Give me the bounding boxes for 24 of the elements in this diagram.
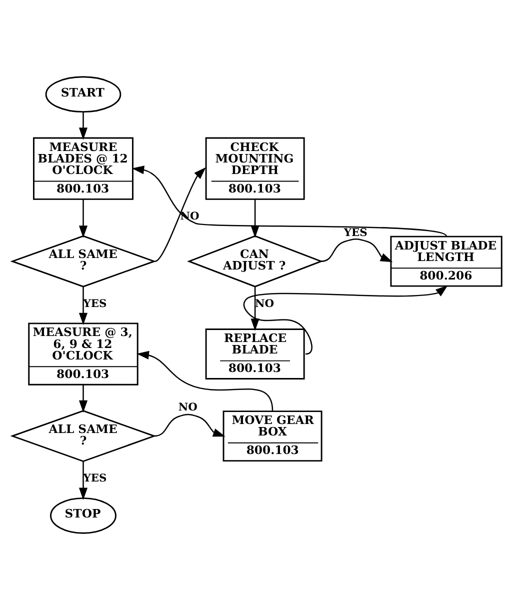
edge-label: YES <box>344 226 368 239</box>
arrow <box>321 238 393 262</box>
arrow <box>78 286 88 326</box>
node-ellipse: START <box>45 76 122 113</box>
arrow <box>78 112 88 140</box>
arrow <box>136 350 274 411</box>
arrow <box>78 384 88 413</box>
node-box: REPLACE BLADE 800.103 <box>205 328 305 380</box>
node-diamond: ALL SAME ? <box>10 410 156 462</box>
arrow <box>250 286 260 331</box>
arrow <box>78 462 88 500</box>
node-box: MOVE GEAR BOX 800.103 <box>222 410 322 462</box>
node-ellipse: STOP <box>50 497 116 534</box>
edge-label: NO <box>178 400 198 414</box>
arrow <box>243 285 448 355</box>
arrow <box>154 167 206 262</box>
node-box: CHECK MOUNTING DEPTH 800.103 <box>205 137 305 200</box>
arrow <box>78 199 88 238</box>
arrow <box>250 199 260 238</box>
arrow <box>132 166 447 237</box>
node-diamond: ALL SAME ? <box>10 235 156 288</box>
arrow <box>154 414 226 437</box>
node-diamond: CAN ADJUST ? <box>187 235 324 288</box>
edge-label: NO <box>255 296 274 310</box>
